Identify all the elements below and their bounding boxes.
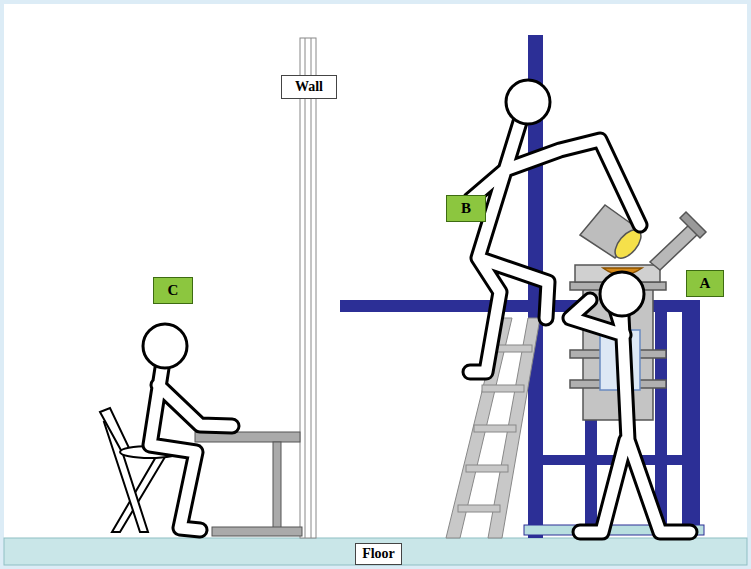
label-text: Wall <box>295 79 323 95</box>
floor-label: Floor <box>355 543 402 565</box>
table <box>195 432 302 536</box>
label-text: C <box>168 282 179 299</box>
person-figures <box>143 80 690 532</box>
support-frame <box>340 35 704 538</box>
chair <box>100 408 180 532</box>
wall <box>300 38 316 538</box>
page-ground <box>4 4 747 565</box>
callout-box: A <box>686 270 724 297</box>
callout-box: C <box>153 277 193 304</box>
wall-label: Wall <box>281 75 337 99</box>
label-text: Floor <box>362 546 395 562</box>
floor-band <box>4 538 747 565</box>
callout-box: B <box>446 195 486 222</box>
label-text: B <box>461 200 471 217</box>
label-text: A <box>700 275 711 292</box>
apparatus <box>570 205 706 420</box>
